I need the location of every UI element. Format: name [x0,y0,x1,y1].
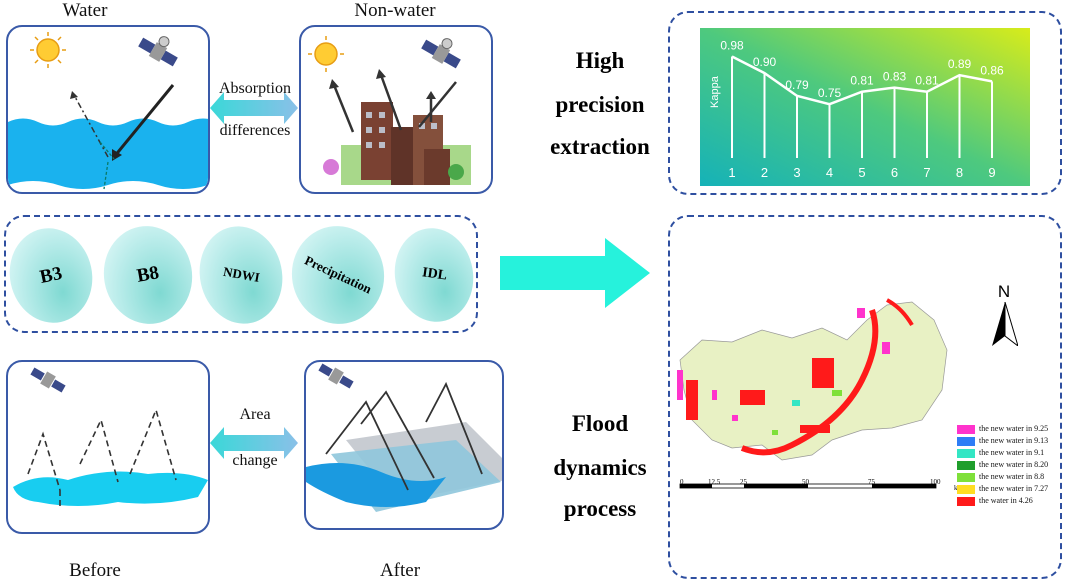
absorption-double-arrow [210,92,298,124]
kappa-x-tick: 9 [988,165,995,180]
features-panel [4,215,478,333]
kappa-x-tick: 8 [956,165,963,180]
area-label-1: Area [239,406,271,423]
map-river [740,309,879,456]
after-illustration [306,363,502,512]
flood-line-2: dynamics [553,455,647,480]
nonwater-illustration [308,36,471,185]
flood-map [677,298,948,489]
legend-item-91: the new water in 9.1 [957,448,1044,458]
kappa-value-label: 0.79 [785,78,809,92]
satellite-icon [318,363,354,389]
legend-item-913: the new water in 9.13 [957,436,1048,446]
kappa-x-tick: 1 [728,165,735,180]
absorption-label-2: differences [219,122,291,139]
before-panel [6,360,210,534]
flood-map-panel [668,215,1062,579]
after-panel [304,360,504,530]
north-arrow-icon [992,302,1018,346]
kappa-value-label: 0.81 [915,74,939,88]
high-precision-line-1: High [575,48,625,73]
legend-item-426: the water in 4.26 [957,496,1033,506]
legend-item-88: the new water in 8.8 [957,472,1044,482]
water-title: Water [62,0,108,21]
kappa-x-tick: 6 [891,165,898,180]
water-panel [6,25,210,194]
scale-bar [679,483,937,489]
kappa-x-tick: 4 [826,165,833,180]
legend-item-820: the new water in 8.20 [957,460,1048,470]
flood-line-3: process [563,496,637,521]
kappa-value-label: 0.98 [720,39,744,53]
sun-icon [308,36,344,72]
kappa-x-tick: 2 [761,165,768,180]
kappa-value-label: 0.81 [850,74,874,88]
buildings-icon [323,102,471,185]
kappa-chart-background [700,28,1030,186]
water-illustration [8,32,208,192]
scale-bar-labels: 0 12.5 25 50 75 100 km [680,478,963,492]
nonwater-title: Non-water [354,0,436,21]
before-title: Before [69,560,121,581]
kappa-x-tick: 7 [923,165,930,180]
flood-line-1: Flood [571,411,629,436]
after-title: After [379,560,421,581]
area-label-2: change [232,452,278,469]
kappa-x-tick: 3 [793,165,800,180]
high-precision-line-3: extraction [550,134,650,159]
kappa-value-label: 0.75 [818,86,842,100]
legend-item-727: the new water in 7.27 [957,484,1048,494]
legend-item-925: the new water in 9.25 [957,424,1048,434]
kappa-value-label: 0.86 [980,63,1004,77]
absorption-label-1: Absorption [219,80,291,97]
big-flow-arrow [500,238,650,308]
area-change-double-arrow [210,427,298,459]
nonwater-panel [299,25,493,194]
kappa-axis-label: Kappa [709,75,721,108]
high-precision-line-2: precision [555,92,645,117]
kappa-chart: 0.98 1 0.90 2 0.79 3 0.75 4 0.81 5 0.83 6 0.81 7 0.89 8… [700,28,1030,186]
kappa-value-label: 0.89 [948,57,972,71]
satellite-icon [421,38,461,69]
kappa-value-label: 0.90 [753,55,777,69]
satellite-icon [30,367,66,393]
kappa-value-label: 0.83 [883,70,907,84]
north-label: N [997,282,1011,301]
kappa-chart-panel [668,11,1062,195]
satellite-icon [138,36,178,67]
sun-icon [30,32,66,68]
before-illustration [13,367,208,510]
kappa-x-tick: 5 [858,165,865,180]
